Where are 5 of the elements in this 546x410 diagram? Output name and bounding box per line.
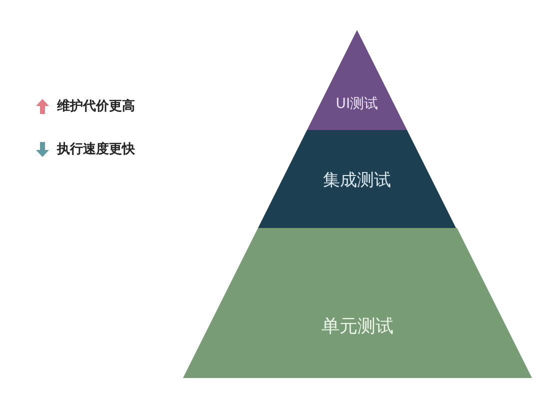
tier-label: 集成测试 [323, 170, 391, 192]
legend-label: 维护代价更高 [57, 98, 135, 115]
tier-label: 单元测试 [322, 315, 394, 338]
tier-label: UI测试 [336, 95, 378, 113]
legend-label: 执行速度更快 [57, 140, 135, 158]
